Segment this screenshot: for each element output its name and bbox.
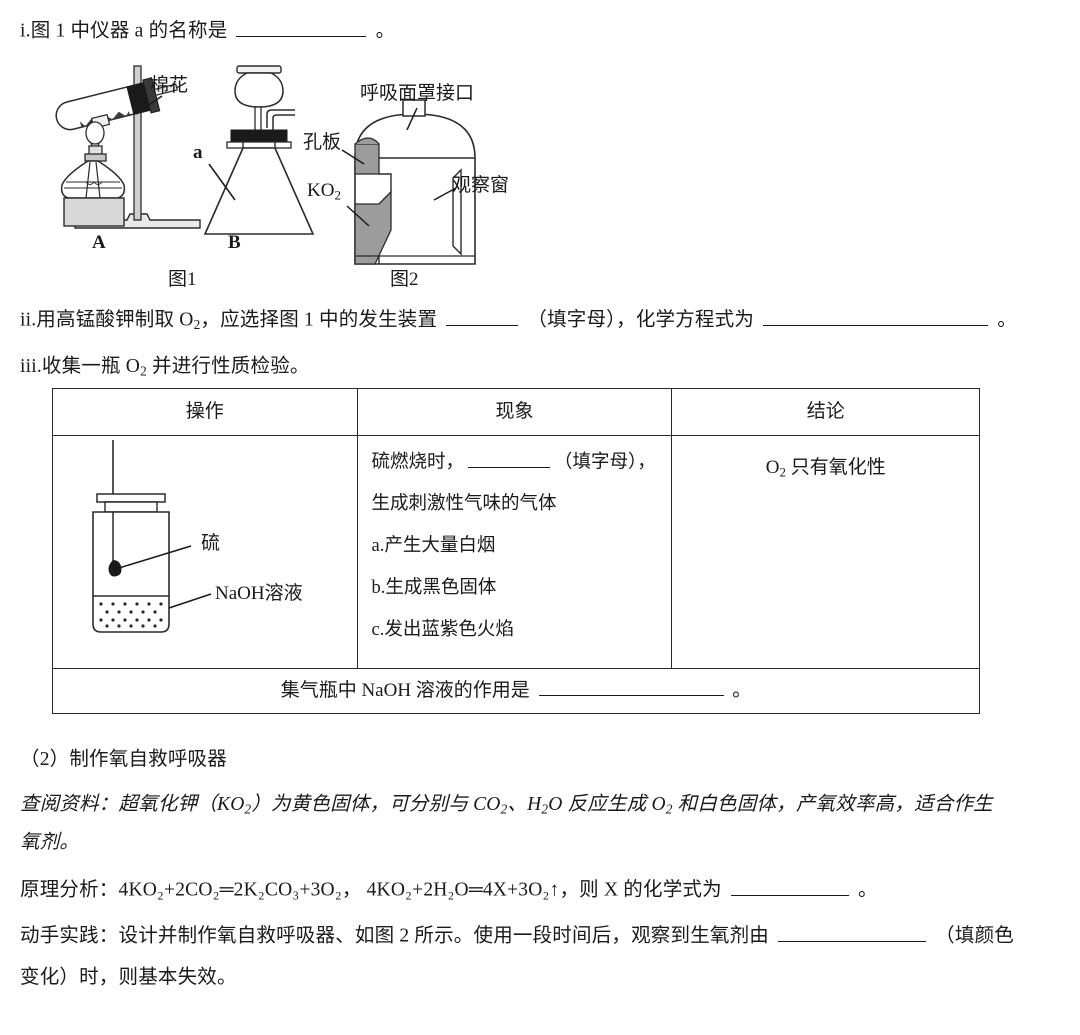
question-item-i: i.图 1 中仪器 a 的名称是 。	[20, 16, 395, 46]
instrument-a-label: a	[193, 142, 203, 163]
apparatus-b-label: B	[228, 232, 241, 253]
figures-area: 棉花 a A B 图1	[0, 52, 1080, 292]
item-ii-part3: （填字母），化学方程式为	[527, 309, 755, 331]
section2-practice-line2: 变化）时，则基本失效。	[20, 967, 237, 988]
cotton-label: 棉花	[150, 75, 189, 96]
item-iii-part1: iii.收集一瓶 O	[20, 356, 141, 377]
ko2-leader-line	[346, 205, 370, 227]
figure1-caption: 图1	[168, 269, 197, 290]
question-item-ii: ii.用高锰酸钾制取 O2，应选择图 1 中的发生装置 （填字母），化学方程式为…	[20, 305, 1070, 335]
color-change-blank[interactable]	[778, 921, 927, 942]
section2-reference-line2: 氧剂。	[20, 832, 80, 853]
section2-reference-line1: 查阅资料：超氧化钾（KO2）为黄色固体，可分别与 CO2、H2O 反应生成 O2…	[20, 794, 993, 817]
equation-2: 4KO₂+2H₂O═4X+3O₂↑	[366, 879, 560, 901]
apparatus-a-label: A	[92, 232, 106, 253]
section2-practice-line1: 动手实践：设计并制作氧自救呼吸器、如图 2 所示。使用一段时间后，观察到生氧剂由…	[20, 921, 1080, 951]
equation-1: 4KO₂+2CO₂═2K₂CO₃+3O₂	[118, 879, 342, 901]
table-header-conclusion: 结论	[671, 388, 980, 436]
phenomenon-option-b: b.生成黑色固体	[371, 578, 497, 599]
observation-window-leader-line	[433, 187, 457, 201]
conclusion-text: O2 只有氧化性	[765, 457, 886, 480]
respirator-diagram	[354, 99, 476, 265]
phenomenon-option-a: a.产生大量白烟	[371, 536, 496, 557]
naoh-solution-label: NaOH溶液	[215, 583, 303, 604]
figure2-caption: 图2	[390, 269, 419, 290]
item-i-prefix: i.图 1 中仪器 a 的名称是	[20, 20, 228, 42]
table-header-phenomenon: 现象	[356, 388, 673, 436]
item-ii-suffix: 。	[997, 309, 1017, 331]
perforated-plate-leader-line	[341, 149, 365, 165]
observation-window-label: 观察窗	[452, 175, 510, 196]
phenomenon-option-c: c.发出蓝紫色火焰	[371, 620, 514, 641]
question-item-iii: iii.收集一瓶 O2 并进行性质检验。	[20, 356, 310, 379]
section2-title: （2）制作氧自救呼吸器	[20, 749, 227, 770]
item-i-answer-blank[interactable]	[236, 16, 367, 37]
item-ii-part1: ii.用高锰酸钾制取 O	[20, 309, 194, 331]
ko2-label: KO2	[307, 180, 341, 203]
sulfur-label: 硫	[201, 533, 221, 554]
perforated-plate-label: 孔板	[303, 132, 342, 153]
cotton-leader-line	[135, 95, 163, 115]
gas-jar-diagram	[92, 440, 212, 633]
table-row: 硫 NaOH溶液 硫燃烧时，（填字母）， 生成刺激性气味的气体 a.产生大量白烟…	[52, 435, 980, 669]
phenomenon-answer-blank[interactable]	[468, 448, 551, 468]
table-header-row: 操作 现象 结论	[52, 388, 980, 436]
mask-port-leader-line	[406, 107, 418, 131]
chemical-formula-blank[interactable]	[730, 875, 849, 896]
experiment-table: 操作 现象 结论	[52, 388, 980, 714]
item-ii-part2: ，应选择图 1 中的发生装置	[200, 309, 438, 331]
item-ii-equation-blank[interactable]	[763, 305, 989, 326]
apparatus-b-diagram	[203, 65, 315, 235]
phenomenon-line-1: 硫燃烧时，（填字母），	[372, 448, 658, 475]
naoh-function-blank[interactable]	[538, 676, 724, 696]
phenomenon-line-2: 生成刺激性气味的气体	[371, 494, 557, 515]
operation-cell: 硫 NaOH溶液	[52, 435, 358, 669]
mask-port-label: 呼吸面罩接口	[360, 83, 475, 104]
section2-principle: 原理分析：4KO₂+2CO₂═2K₂CO₃+3O₂， 4KO₂+2H₂O═4X+…	[20, 875, 1070, 905]
item-iii-part2: 并进行性质检验。	[146, 356, 310, 377]
item-i-suffix: 。	[375, 20, 396, 42]
phenomenon-cell: 硫燃烧时，（填字母）， 生成刺激性气味的气体 a.产生大量白烟 b.生成黑色固体…	[356, 435, 673, 669]
conclusion-cell: O2 只有氧化性	[671, 435, 980, 669]
table-footer-row: 集气瓶中 NaOH 溶液的作用是 。	[52, 668, 980, 714]
instrument-a-leader-line	[208, 163, 236, 201]
item-ii-device-blank[interactable]	[446, 305, 519, 326]
naoh-function-cell: 集气瓶中 NaOH 溶液的作用是 。	[52, 668, 980, 714]
apparatus-a-diagram	[55, 65, 201, 229]
table-header-operation: 操作	[52, 388, 358, 436]
